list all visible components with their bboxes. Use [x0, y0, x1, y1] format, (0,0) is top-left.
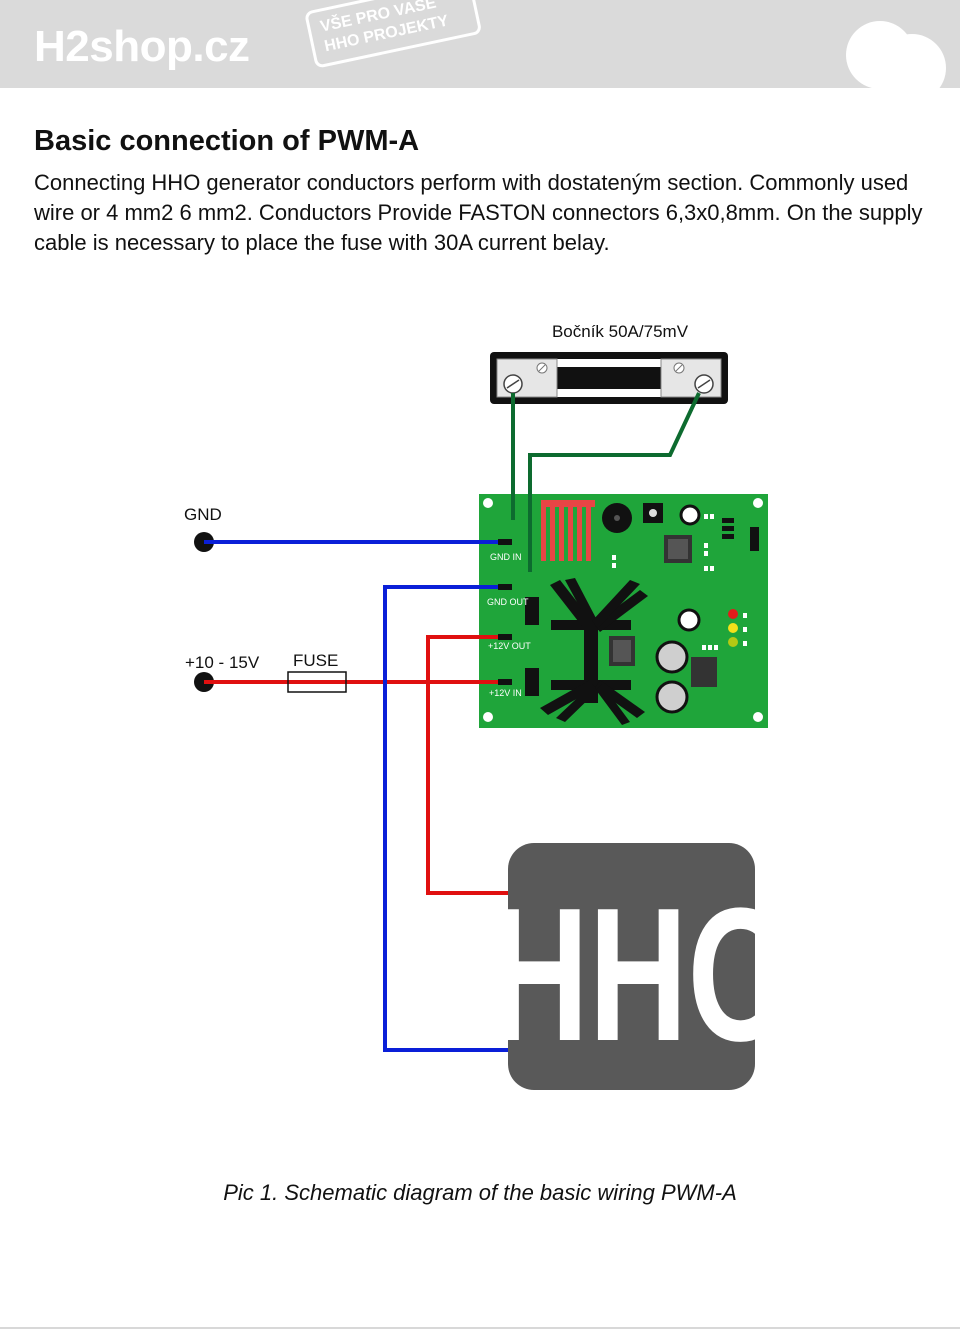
slogan-stamp: VŠE PRO VAŠE HHO PROJEKTY — [304, 0, 483, 69]
pin-label-12v-out: +12V OUT — [488, 641, 531, 651]
shunt-label: Bočník 50A/75mV — [552, 322, 689, 341]
footer-divider — [0, 1327, 960, 1329]
hho-generator — [508, 843, 755, 1090]
shunt — [490, 352, 728, 404]
cloud-icon — [846, 21, 946, 88]
hho-generator-label: HHO — [490, 869, 794, 1081]
wiring-diagram: Bočník 50A/75mV — [184, 322, 794, 1090]
page-title: Basic connection of PWM-A — [34, 125, 420, 157]
pin-label-gnd-in: GND IN — [490, 552, 522, 562]
pwm-board: GND IN GND OUT +12V OUT +12V IN — [479, 494, 768, 728]
intro-paragraph: Connecting HHO generator conductors perf… — [34, 170, 923, 255]
v12-out-wire — [426, 635, 510, 895]
shunt-wires — [511, 392, 701, 572]
pin-label-12v-in: +12V IN — [489, 688, 522, 698]
header-bar: H2shop.cz VŠE PRO VAŠE HHO PROJEKTY — [0, 0, 960, 88]
pin-label-gnd-out: GND OUT — [487, 597, 529, 607]
fuse-label: FUSE — [293, 651, 338, 670]
gnd-out-wire — [383, 585, 510, 1052]
supply-label: +10 - 15V — [185, 653, 260, 672]
fuse — [287, 671, 347, 693]
gnd-label: GND — [184, 505, 222, 524]
site-logo[interactable]: H2shop.cz — [34, 22, 250, 71]
figure-caption: Pic 1. Schematic diagram of the basic wi… — [223, 1180, 737, 1205]
